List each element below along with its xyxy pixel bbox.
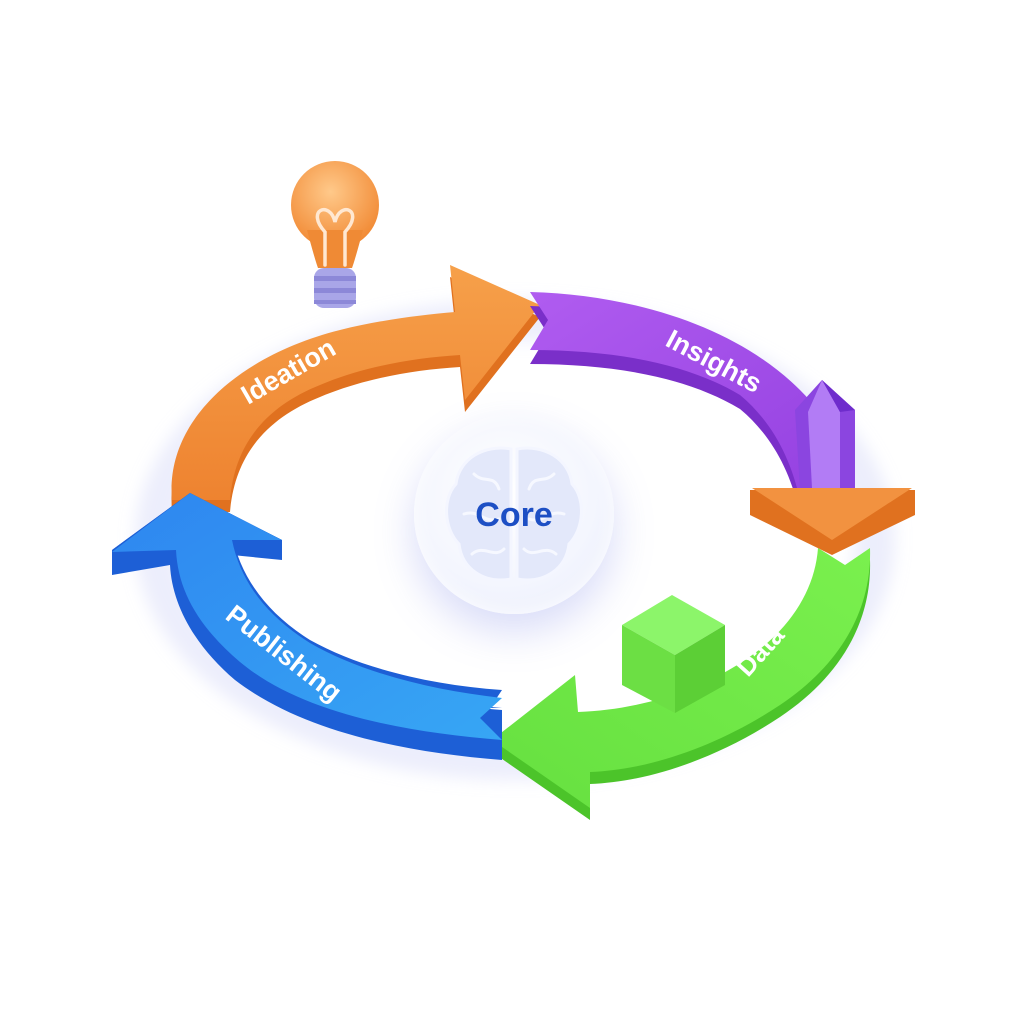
crystal-icon — [795, 380, 855, 522]
cube-icon — [622, 595, 725, 713]
brain-icon — [445, 446, 583, 582]
lightbulb-icon — [291, 161, 379, 308]
core-node: Core — [414, 414, 614, 614]
core-label: Core — [475, 496, 553, 534]
connector-chevron — [750, 488, 915, 555]
